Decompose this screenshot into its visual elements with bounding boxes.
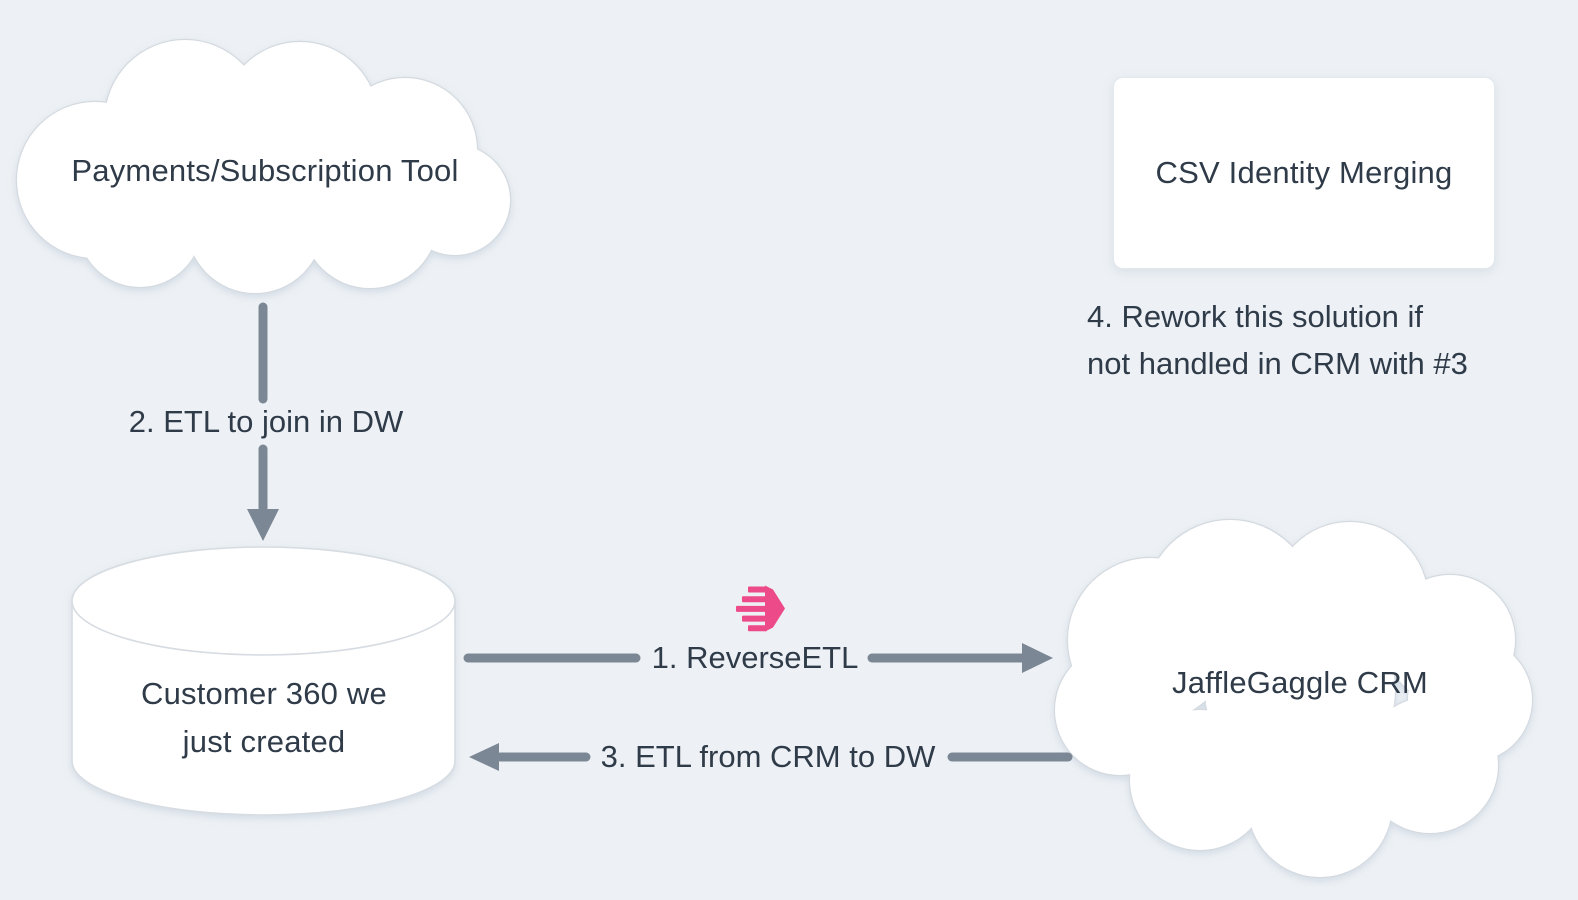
csv-identity-node: CSV Identity Merging (1113, 77, 1495, 269)
csv-identity-node-label: CSV Identity Merging (1155, 155, 1453, 190)
arrow-etl-from-crm (469, 743, 1073, 771)
customer-360-node-label: Customer 360 we just created (141, 676, 387, 759)
rework-note: 4. Rework this solution if not handled i… (1087, 299, 1468, 381)
edge-label-etl-from-crm: 3. ETL from CRM to DW (600, 739, 936, 774)
payments-cloud-shape (15, 38, 512, 295)
warehouse-cylinder-shape (71, 546, 456, 816)
arrow-etl-to-dw (247, 302, 279, 541)
crm-node-label: JaffleGaggle CRM (1172, 665, 1428, 700)
arrow-reverse-etl (463, 643, 1053, 673)
crm-cloud-shape (1053, 518, 1534, 879)
edge-label-reverse-etl: 1. ReverseETL (651, 640, 859, 675)
payments-node-label: Payments/Subscription Tool (71, 153, 459, 188)
edge-label-etl-to-dw: 2. ETL to join in DW (128, 404, 404, 439)
hightouch-logo-icon (736, 585, 785, 632)
